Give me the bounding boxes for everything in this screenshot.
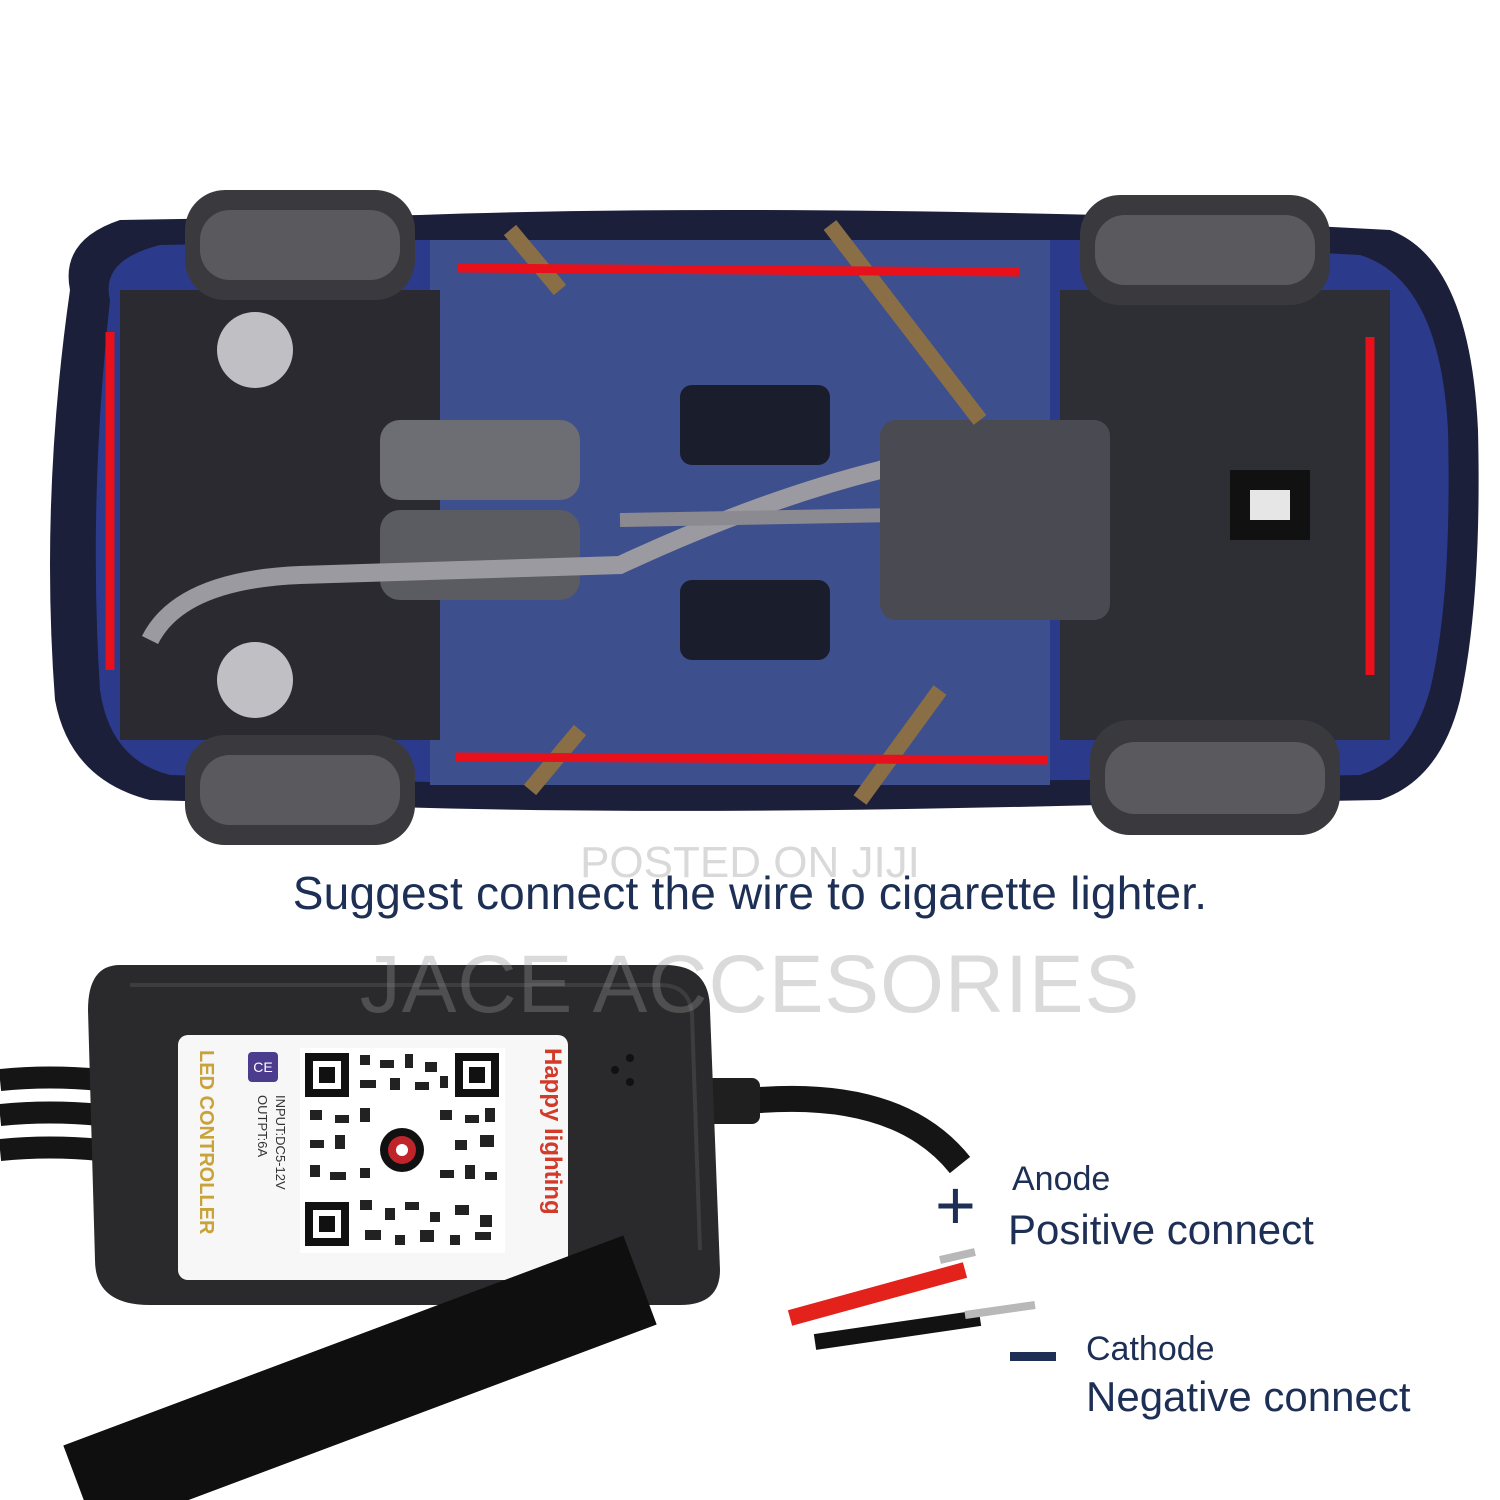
strap: [853, 685, 947, 805]
output-cable: [700, 1085, 971, 1174]
label-output: OUTPT:6A: [255, 1095, 270, 1157]
muffler: [380, 420, 580, 500]
led-controller-illustration: CE Happy lighting LED CONTROLLER OUTPT:6…: [0, 965, 1036, 1500]
red-wire: [787, 1262, 968, 1326]
mic-hole: [626, 1054, 634, 1062]
cable: [0, 1136, 102, 1161]
tire-rear-right: [185, 735, 415, 845]
plus-symbol: +: [935, 1166, 976, 1244]
rear-strut-top: [217, 312, 293, 388]
floor-cover: [680, 385, 830, 465]
tire-front-right: [1090, 720, 1340, 835]
cathode-title: Cathode: [1086, 1330, 1215, 1368]
led-strip-left-side: [457, 263, 1021, 277]
anode-description: Positive connect: [1008, 1206, 1314, 1253]
ce-mark-text: CE: [253, 1059, 272, 1075]
cable: [0, 1101, 102, 1126]
label-brand: Happy lighting: [539, 1048, 566, 1215]
watermark-posted: POSTED ON JIJI: [580, 838, 920, 887]
tire-rear-left: [185, 190, 415, 300]
label-product: LED CONTROLLER: [195, 1050, 217, 1235]
mic-hole: [611, 1066, 619, 1074]
watermark-shop: JACE ACCESORIES: [359, 939, 1141, 1030]
car-underbody-illustration: [50, 190, 1479, 845]
wire-tip: [964, 1301, 1036, 1319]
cathode-description: Negative connect: [1086, 1373, 1411, 1420]
tire-front-left: [1080, 195, 1330, 305]
rear-strut-bottom: [217, 642, 293, 718]
led-strip-right-side: [454, 752, 1049, 765]
led-strip-markers: [105, 263, 1375, 765]
black-wire: [813, 1310, 982, 1350]
qr-code: [300, 1048, 505, 1253]
label-input: INPUT:DC5-12V: [273, 1095, 288, 1190]
power-cable-sheath: [63, 1235, 657, 1500]
floor-cover: [680, 580, 830, 660]
cable-strain-relief: [700, 1078, 760, 1124]
cable: [0, 1066, 102, 1091]
oil-pan-label: [1250, 490, 1290, 520]
transmission: [880, 420, 1110, 620]
ce-mark: [248, 1052, 278, 1082]
caption-text: Suggest connect the wire to cigarette li…: [292, 867, 1208, 919]
anode-title: Anode: [1012, 1160, 1111, 1198]
wire-tip: [939, 1248, 976, 1264]
muffler: [380, 510, 580, 600]
mic-hole: [626, 1078, 634, 1086]
minus-symbol: [1010, 1352, 1056, 1361]
strap: [823, 220, 987, 425]
front-engine-bay: [1060, 290, 1390, 740]
